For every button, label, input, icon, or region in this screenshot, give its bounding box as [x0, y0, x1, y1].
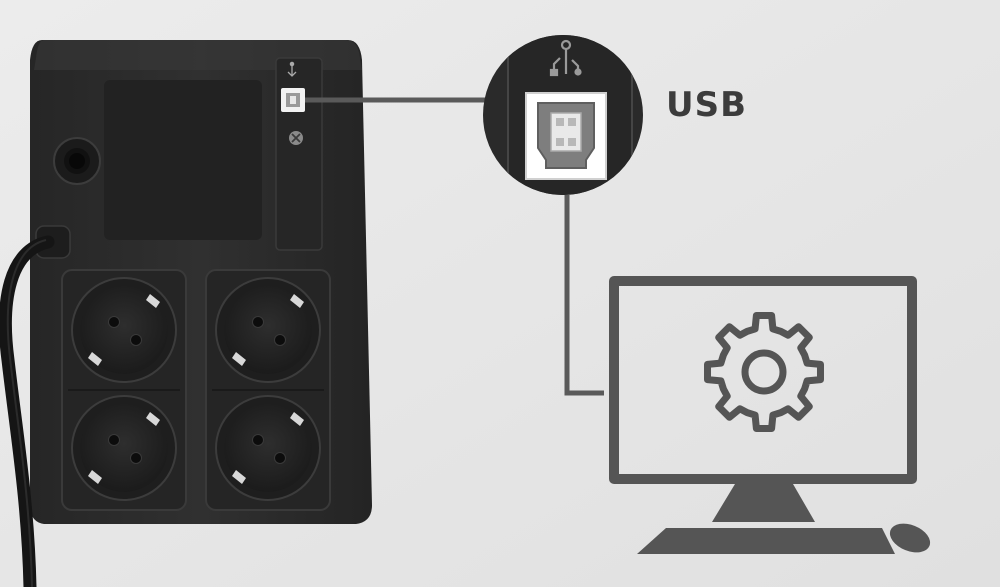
schuko-sockets: [71, 277, 321, 501]
usb-icon: [549, 39, 582, 77]
schuko-socket: [71, 395, 177, 501]
ups-port-strip: [275, 57, 323, 251]
usb-port-zoom: [483, 35, 643, 195]
monitor-icon: [609, 276, 917, 484]
usb-b-port: [525, 92, 607, 180]
ups-label-recess: [104, 80, 262, 240]
keyboard-icon: [637, 528, 895, 554]
gear-icon: [704, 312, 824, 432]
connection-lines: [305, 97, 604, 396]
monitor-stand-icon: [712, 484, 815, 522]
usb-label: USB: [666, 85, 748, 125]
ups-breaker-button: [53, 137, 101, 185]
schuko-socket: [215, 395, 321, 501]
mouse-icon: [889, 523, 931, 553]
schuko-socket: [71, 277, 177, 383]
ups-usb-symbol-icon: [287, 61, 297, 77]
screw-icon: [289, 131, 303, 145]
schuko-socket: [215, 277, 321, 383]
computer-icon: [609, 276, 931, 554]
zoom-to-computer-line: [564, 195, 604, 396]
